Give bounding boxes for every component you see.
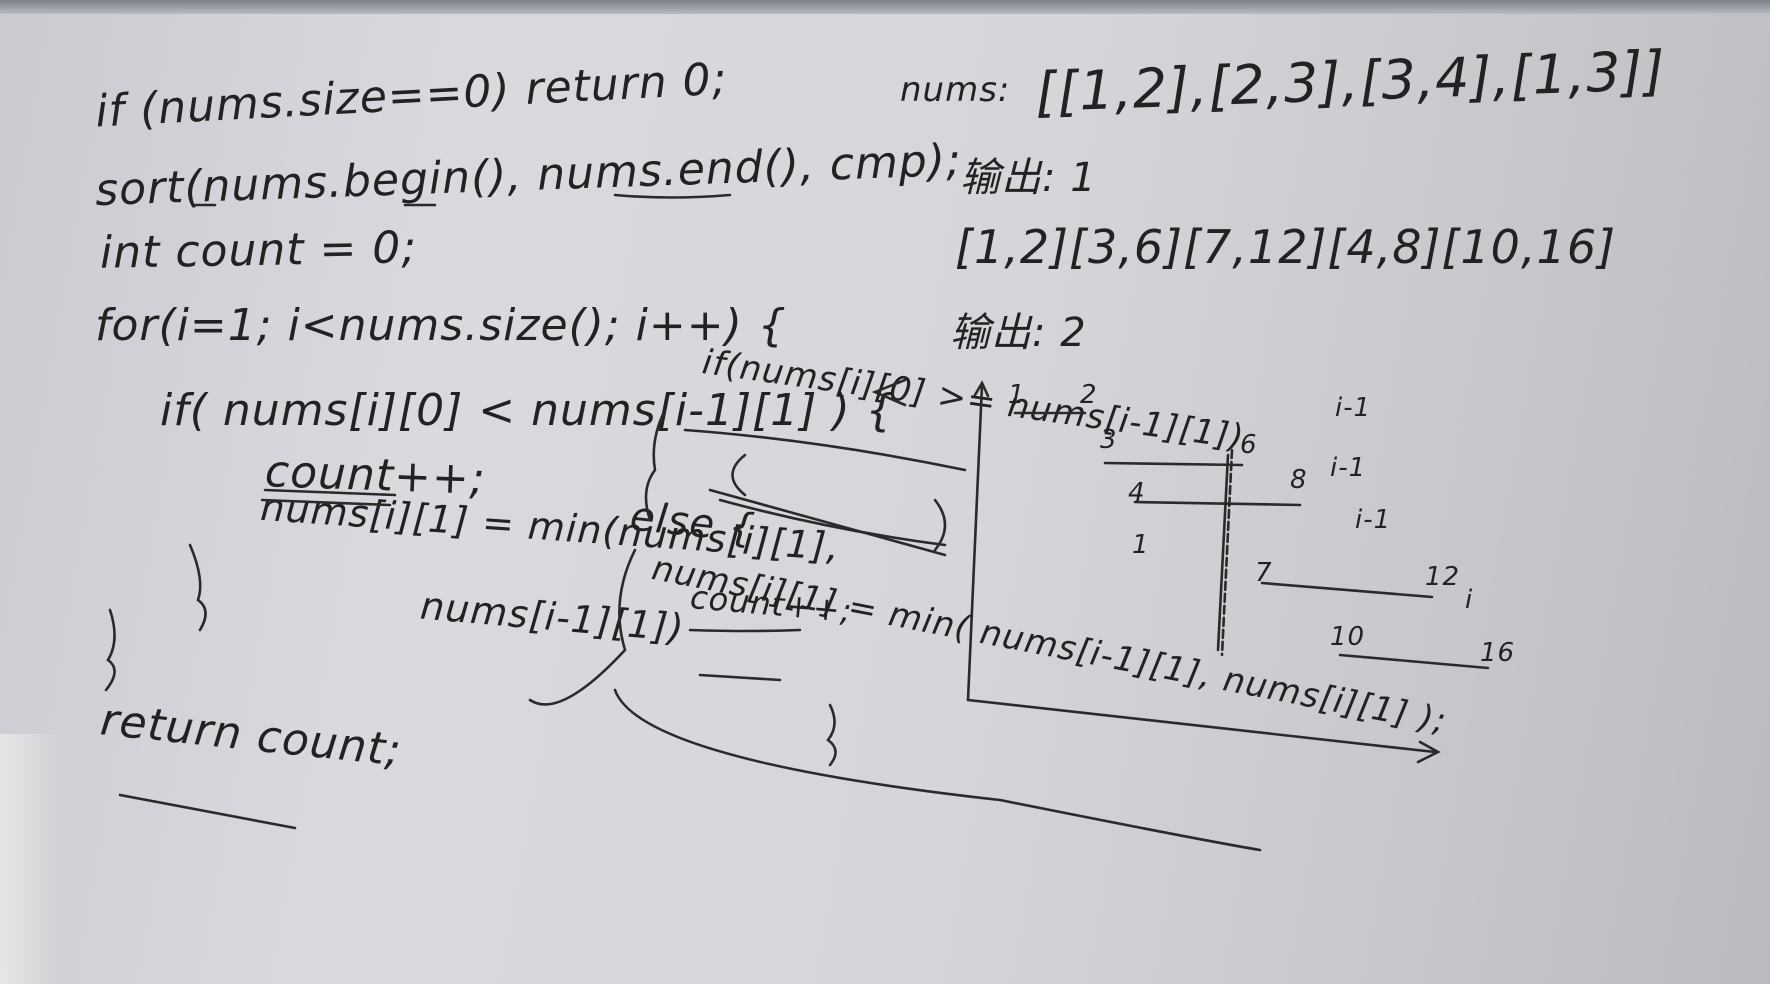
row-label-3: i-1 bbox=[1355, 505, 1392, 535]
interval-10-16 bbox=[1338, 653, 1490, 670]
long-sweep bbox=[613, 688, 1262, 852]
interval-7-12 bbox=[1260, 581, 1434, 599]
x-axis-arrow bbox=[1416, 740, 1441, 764]
inner-close-brace bbox=[188, 543, 207, 632]
x-axis bbox=[966, 698, 1437, 754]
diagram-label-2: 2 bbox=[1080, 380, 1098, 410]
vertical-divider bbox=[1220, 448, 1234, 657]
diagram-label-8: 8 bbox=[1290, 465, 1308, 495]
example-input-2: [1,2][3,6][7,12][4,8][10,16] bbox=[955, 220, 1617, 274]
whiteboard-left-shadow bbox=[0, 734, 60, 984]
else-count-underline bbox=[688, 628, 802, 633]
count-underline bbox=[263, 488, 397, 497]
cmp-underline bbox=[613, 193, 732, 199]
example-output-1: 输出: 1 bbox=[960, 155, 1097, 201]
crossed-block bbox=[708, 488, 947, 557]
whiteboard-top-edge bbox=[0, 0, 1770, 14]
interval-3-6 bbox=[1103, 461, 1244, 467]
middle-open-brace bbox=[644, 408, 667, 522]
vertical-divider-2 bbox=[1216, 453, 1230, 652]
code-line-4: for(i=1; i<nums.size(); i++) { bbox=[95, 300, 787, 351]
outer-close-brace bbox=[104, 608, 116, 692]
diagram-label-4: 4 bbox=[1128, 478, 1146, 508]
crossed-paren-right bbox=[933, 498, 947, 552]
diagram-label-16: 16 bbox=[1480, 638, 1516, 668]
diagram-label-10: 10 bbox=[1330, 622, 1366, 652]
diagram-label-6: 6 bbox=[1240, 430, 1258, 460]
caret-mark bbox=[871, 378, 907, 407]
y-axis bbox=[966, 383, 984, 702]
row-label-4: i bbox=[1465, 585, 1474, 615]
count-underline-2 bbox=[260, 498, 392, 507]
code-line-5: if( nums[i][0] < nums[i-1][1] ) { bbox=[160, 385, 895, 436]
y-axis-arrow bbox=[973, 380, 990, 398]
else-close-brace bbox=[826, 703, 837, 767]
row-label-2: i-1 bbox=[1330, 453, 1367, 483]
diagram-label-1: 1 bbox=[1008, 380, 1026, 410]
crossed-block-2 bbox=[718, 498, 947, 547]
diagram-label-3: 3 bbox=[1100, 425, 1118, 455]
else-assign-underline bbox=[698, 673, 782, 682]
interval-4-8 bbox=[1133, 500, 1302, 507]
middle-curve bbox=[528, 548, 637, 706]
diagram-label-7: 7 bbox=[1255, 558, 1273, 588]
row-label-1: i-1 bbox=[1335, 393, 1372, 423]
nums-label: nums: bbox=[900, 70, 1011, 110]
crossed-paren-left bbox=[731, 453, 747, 497]
return-underline bbox=[118, 793, 297, 830]
diagram-label-1b: 1 bbox=[1132, 530, 1150, 560]
example-output-2: 输出: 2 bbox=[950, 310, 1087, 356]
alt-if-underline bbox=[683, 428, 967, 472]
diagram-label-12: 12 bbox=[1425, 562, 1461, 592]
